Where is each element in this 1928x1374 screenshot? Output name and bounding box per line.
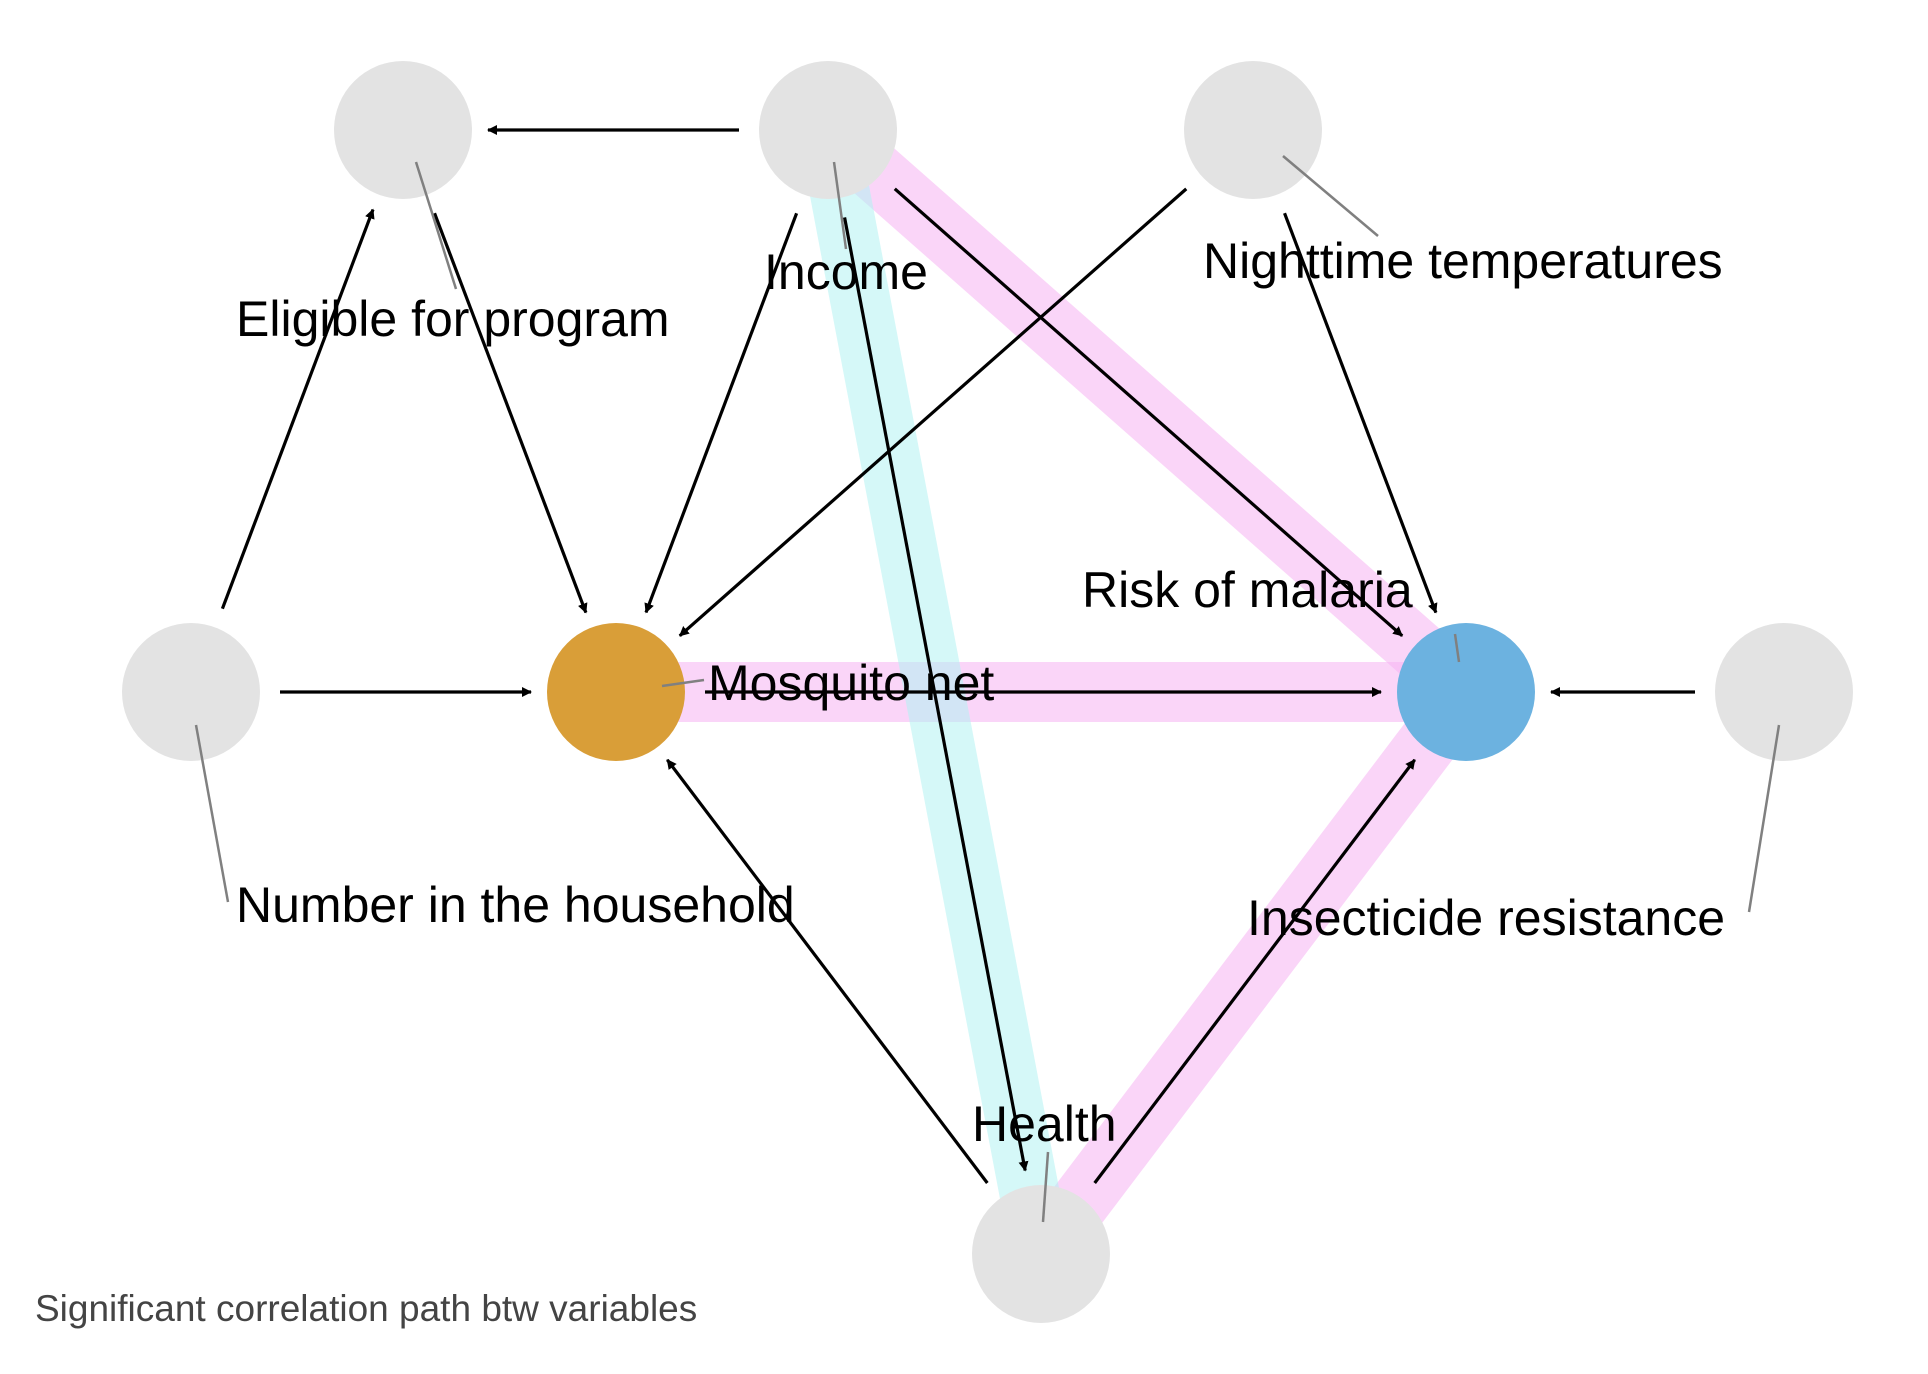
edge-layer: [220, 125, 1695, 1184]
leader-line-resistance: [1747, 724, 1781, 913]
edge-health-to-malaria: [1093, 758, 1417, 1184]
node-household[interactable]: [122, 623, 260, 761]
edge-income-to-net: [644, 212, 799, 614]
edge-household-to-eligible: [220, 208, 375, 610]
edge-income-to-malaria: [893, 187, 1404, 638]
leader-line-malaria: [1453, 633, 1461, 663]
node-label-income: Income: [764, 244, 928, 300]
node-layer: [122, 61, 1853, 1323]
edge-income-to-health: [842, 217, 1029, 1172]
node-label-nighttime: Nighttime temperatures: [1203, 233, 1723, 289]
node-income[interactable]: [759, 61, 897, 199]
edge-health-to-net: [665, 758, 989, 1184]
node-malaria[interactable]: [1397, 623, 1535, 761]
node-label-resistance: Insecticide resistance: [1247, 890, 1725, 946]
node-resistance[interactable]: [1715, 623, 1853, 761]
node-eligible[interactable]: [334, 61, 472, 199]
edge-nighttime-to-malaria: [1283, 212, 1438, 614]
node-net[interactable]: [547, 623, 685, 761]
leader-line-nighttime: [1282, 155, 1379, 237]
leader-line-layer: [194, 155, 1781, 1223]
leader-line-eligible: [414, 161, 458, 290]
edge-nighttime-to-net: [678, 187, 1188, 637]
leader-line-household: [194, 724, 230, 903]
edge-eligible-to-net: [433, 212, 588, 614]
node-label-eligible: Eligible for program: [236, 291, 670, 347]
node-label-household: Number in the household: [236, 877, 795, 933]
node-label-health: Health: [972, 1096, 1117, 1152]
leader-line-income: [832, 161, 848, 250]
caption: Significant correlation path btw variabl…: [35, 1288, 698, 1329]
node-label-malaria: Risk of malaria: [1082, 562, 1413, 618]
label-layer: Eligible for program Income Nighttime temp…: [236, 233, 1725, 1152]
node-nighttime[interactable]: [1184, 61, 1322, 199]
leader-line-health: [1041, 1151, 1050, 1223]
node-label-net: Mosquito net: [708, 655, 994, 711]
leader-line-net: [661, 678, 705, 688]
node-health[interactable]: [972, 1185, 1110, 1323]
